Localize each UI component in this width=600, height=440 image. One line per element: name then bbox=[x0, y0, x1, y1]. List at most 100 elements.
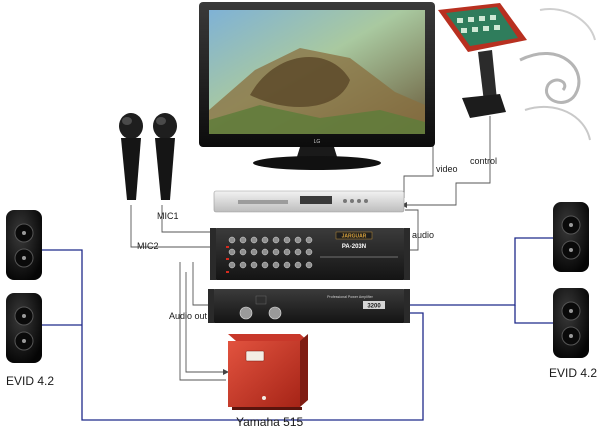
lcd-tv: LG bbox=[199, 2, 435, 170]
dvd-button bbox=[350, 199, 354, 203]
knob bbox=[305, 248, 313, 256]
touch-panel-screen bbox=[446, 7, 518, 46]
knob bbox=[228, 261, 236, 269]
knob bbox=[283, 248, 291, 256]
tv-logo: LG bbox=[314, 139, 321, 145]
panel-tile bbox=[457, 18, 463, 23]
mic2-line bbox=[130, 205, 214, 248]
knob bbox=[239, 248, 247, 256]
speaker-left-bottom bbox=[6, 293, 42, 363]
touch-panel-stand bbox=[438, 3, 596, 141]
knob bbox=[305, 236, 313, 244]
amp-volume-knob bbox=[239, 306, 253, 320]
evid-left-label: EVID 4.2 bbox=[6, 374, 55, 388]
decorative-swirl-2 bbox=[524, 105, 591, 141]
knob bbox=[272, 248, 280, 256]
speaker-dot bbox=[22, 231, 26, 235]
amp-rack-ear-right bbox=[404, 289, 410, 323]
subwoofer-side bbox=[300, 334, 308, 407]
arrowhead-sub bbox=[223, 369, 229, 375]
knob bbox=[228, 236, 236, 244]
dvd-button bbox=[343, 199, 347, 203]
mic-body bbox=[121, 138, 141, 200]
yamaha-label: Yamaha 515 bbox=[236, 415, 304, 429]
speaker-dot bbox=[569, 334, 573, 338]
panel-tile bbox=[461, 28, 467, 33]
amp-volume-knob bbox=[268, 306, 282, 320]
microphones bbox=[119, 113, 177, 200]
dvd-player bbox=[213, 190, 405, 213]
audio-out-line-2 bbox=[179, 262, 226, 381]
mic1-line bbox=[161, 205, 214, 233]
knob bbox=[239, 236, 247, 244]
speaker-dot bbox=[569, 223, 573, 227]
mic2-label: MIC2 bbox=[137, 241, 159, 251]
touch-panel-icons bbox=[457, 15, 500, 33]
speaker-cabinet bbox=[6, 293, 42, 363]
tv-stand-base bbox=[253, 156, 381, 170]
video-label: video bbox=[436, 164, 458, 174]
audio-label: audio bbox=[412, 230, 435, 240]
knob bbox=[283, 261, 291, 269]
subwoofer-badge bbox=[262, 396, 266, 400]
knob bbox=[228, 248, 236, 256]
led bbox=[226, 258, 229, 260]
power-amplifier: Professional Power Amplifier 3200 bbox=[208, 289, 410, 323]
knob bbox=[272, 261, 280, 269]
mic-grille-highlight bbox=[122, 117, 132, 125]
decorative-swirl bbox=[519, 52, 581, 104]
knob bbox=[294, 261, 302, 269]
panel-tile bbox=[490, 15, 496, 20]
mixer-brand-badge bbox=[335, 231, 373, 240]
subwoofer-feet bbox=[232, 407, 302, 410]
audio-out-line bbox=[185, 272, 226, 373]
microphone-2 bbox=[153, 113, 177, 200]
knob bbox=[239, 261, 247, 269]
microphone-1 bbox=[119, 113, 143, 200]
mixer-model: PA-203N bbox=[342, 244, 366, 250]
speaker-cables bbox=[42, 237, 553, 421]
dvd-tray bbox=[238, 200, 288, 204]
speaker-dot bbox=[569, 309, 573, 313]
speaker-cabinet bbox=[553, 202, 589, 272]
dvd-display bbox=[300, 196, 332, 204]
speaker-left-top bbox=[6, 210, 42, 280]
mic1-label: MIC1 bbox=[157, 211, 179, 221]
signal-lines bbox=[130, 116, 491, 381]
speaker-cable-right-2 bbox=[514, 305, 553, 324]
speaker-cable-left bbox=[42, 249, 424, 421]
mixer-knobs bbox=[228, 236, 313, 269]
mic-grille bbox=[119, 113, 143, 139]
panel-tile bbox=[483, 26, 489, 31]
amp-rack-ear-left bbox=[208, 289, 214, 323]
speaker-cabinet bbox=[6, 210, 42, 280]
control-label: control bbox=[470, 156, 498, 166]
knob bbox=[305, 261, 313, 269]
speaker-cabinet bbox=[553, 288, 589, 358]
mixer-brand: JARGUAR bbox=[342, 234, 367, 240]
speaker-right-bottom bbox=[553, 288, 589, 358]
knob bbox=[261, 261, 269, 269]
video-line bbox=[403, 140, 434, 198]
mixer-red-leds bbox=[226, 246, 229, 273]
knob bbox=[294, 248, 302, 256]
mixer-rack-ear-right bbox=[404, 228, 410, 280]
mixer-to-amp-line bbox=[192, 262, 213, 306]
dvd-button bbox=[364, 199, 368, 203]
amp-model-badge bbox=[363, 301, 385, 309]
speaker-dot bbox=[22, 314, 26, 318]
knob bbox=[250, 248, 258, 256]
knob bbox=[261, 236, 269, 244]
knob bbox=[250, 236, 258, 244]
mic-body bbox=[155, 138, 175, 200]
mic-grille bbox=[153, 113, 177, 139]
tv-landscape-ridge bbox=[250, 57, 350, 107]
mixer-rack-ear-left bbox=[210, 228, 216, 280]
panel-stand-base bbox=[462, 94, 506, 118]
panel-tile bbox=[479, 16, 485, 21]
amp-model: 3200 bbox=[367, 304, 381, 310]
led bbox=[226, 246, 229, 248]
speaker-dot bbox=[22, 339, 26, 343]
panel-tile bbox=[472, 27, 478, 32]
